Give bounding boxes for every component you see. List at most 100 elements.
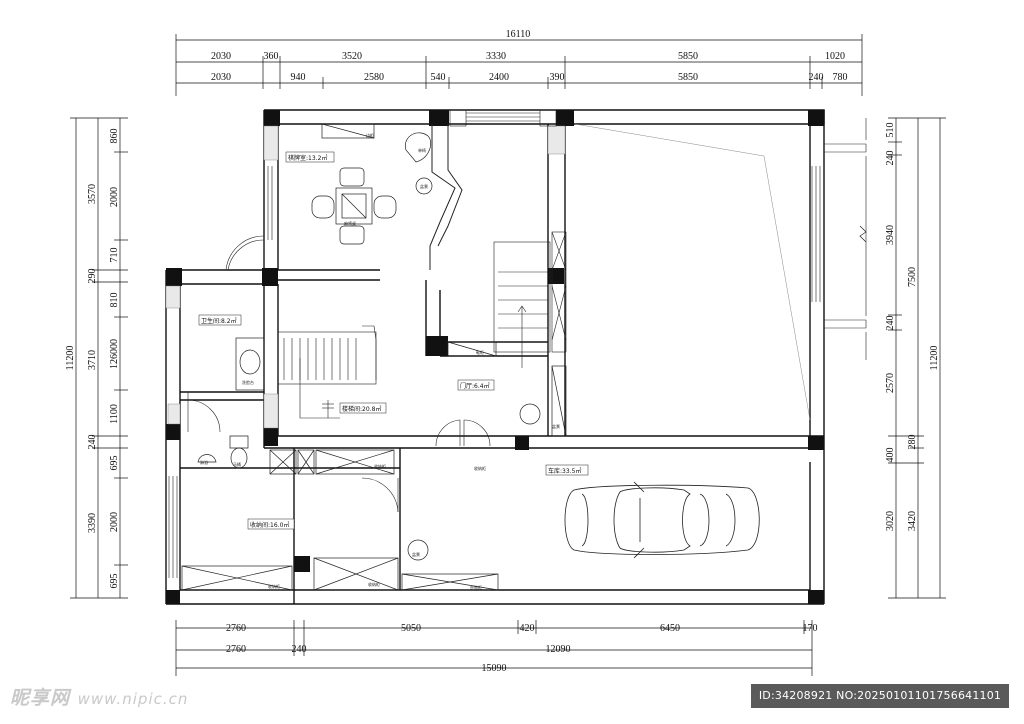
dim-top-1: 2030: [211, 51, 231, 62]
label-mahjong-table: 麻将桌: [344, 220, 356, 226]
dim-right-mid-3: 3420: [907, 511, 918, 531]
plant-foyer: [519, 403, 541, 425]
room-labels: 棋牌室:13.2㎡ 卫生间:8.2㎡ 楼梯间:20.8㎡ 门厅:6.4㎡ 车库:…: [198, 151, 589, 530]
label-storage-cab-1: 收纳柜: [374, 463, 386, 469]
door-swings: [187, 123, 811, 513]
dim-right-inner-4: 240: [885, 316, 896, 331]
pillars: [166, 110, 824, 604]
label-armchair: 单椅: [418, 147, 426, 153]
watermark-logo-text: 昵享网: [10, 687, 71, 709]
room-garage: 车库:33.5㎡: [548, 467, 581, 475]
label-plant-c: 盆景: [412, 551, 420, 557]
dim-top-6: 1020: [825, 51, 845, 62]
dim-bottom-3: 420: [520, 623, 535, 634]
dim-right-inner-5: 2570: [885, 373, 896, 393]
dim-left-outer-4: 240: [87, 435, 98, 450]
dim-top-2: 360: [264, 51, 279, 62]
dim-bottom-2: 5050: [401, 623, 421, 634]
dim-left-inner-1: 860: [109, 129, 120, 144]
plant-pot: [415, 177, 433, 195]
shower: [197, 454, 217, 463]
mahjong-table: [335, 187, 373, 225]
label-sundry-cab: 杂物柜: [470, 584, 482, 590]
dim-right-mid-1: 7500: [907, 267, 918, 287]
toilet-bowl: [230, 447, 248, 469]
dim-top2-9: 780: [833, 72, 848, 83]
dimension-lines: [70, 34, 946, 676]
dim-left-outer-2: 290: [87, 269, 98, 284]
dim-left-inner-3: 710: [109, 248, 120, 263]
basin-bowl: [239, 349, 261, 375]
dim-right-inner-6: 400: [885, 448, 896, 463]
dim-bottom2-3: 12090: [546, 644, 571, 655]
dim-top2-6: 390: [550, 72, 565, 83]
label-storage-cab-2: 收纳柜: [268, 583, 280, 589]
side-cabinet: [321, 123, 375, 139]
label-storage-cab-4: 收纳柜: [474, 465, 486, 471]
dim-top2-2: 940: [291, 72, 306, 83]
dim-top2-4: 540: [431, 72, 446, 83]
dim-right-inner-2: 240: [885, 151, 896, 166]
label-shoe-cabinet: 鞋柜: [476, 349, 484, 355]
shoe-cabinet: [447, 341, 497, 357]
dim-left-inner-8: 2000: [109, 512, 120, 532]
dim-top2-8: 240: [809, 72, 824, 83]
dim-left-inner-9: 695: [109, 574, 120, 589]
room-chess: 棋牌室:13.2㎡: [288, 154, 327, 162]
label-shower: 淋浴: [200, 459, 208, 465]
walls: [165, 109, 825, 605]
windows: [168, 109, 867, 578]
dim-top2-7: 5850: [678, 72, 698, 83]
dim-left-outer-1: 3570: [87, 184, 98, 204]
dim-bottom-total: 15090: [482, 663, 507, 674]
watermark-logo: 昵享网 www.nipic.cn: [10, 683, 188, 710]
label-toilet: 马桶: [233, 461, 241, 467]
watermark-url: www.nipic.cn: [77, 690, 189, 708]
dim-left-inner-4: 810: [109, 293, 120, 308]
room-storage: 收纳间:16.0㎡: [250, 521, 289, 529]
staircase: [277, 231, 567, 419]
toilet-tank: [229, 435, 249, 449]
furniture: [181, 123, 567, 591]
dim-top-3: 3520: [342, 51, 362, 62]
dim-top2-1: 2030: [211, 72, 231, 83]
dim-top-total: 16110: [506, 29, 531, 40]
dim-right-mid-2: 280: [907, 435, 918, 450]
image-id-bar: ID:34208921 NO:20250101101756641101: [751, 684, 1009, 708]
dim-top2-3: 2580: [364, 72, 384, 83]
room-bathroom: 卫生间:8.2㎡: [201, 317, 237, 325]
label-plant-a: 盆景: [420, 183, 428, 189]
hatched-walls: [165, 125, 566, 429]
dim-right-inner-1: 510: [885, 123, 896, 138]
fixture-labels: 边柜 单椅 盆景 麻将桌 洗脸台 马桶 淋浴 鞋柜 盆景 收纳柜 收纳柜 收纳柜…: [200, 132, 560, 590]
plant-storage: [407, 539, 429, 561]
dim-bottom-1: 2760: [226, 623, 246, 634]
label-side-cabinet: 边柜: [366, 132, 374, 138]
dim-bottom2-1: 2760: [226, 644, 246, 655]
dim-right-inner-3: 3940: [885, 225, 896, 245]
dim-left-outer-3: 3710: [87, 350, 98, 370]
dim-bottom-4: 6450: [660, 623, 680, 634]
dim-left-total: 11200: [65, 346, 76, 371]
room-stairwell: 楼梯间:20.8㎡: [342, 405, 381, 413]
dim-left-inner-7: 695: [109, 456, 120, 471]
dim-left-outer-5: 3390: [87, 513, 98, 533]
dim-bottom2-2: 240: [292, 644, 307, 655]
dim-bottom-5: 170: [803, 623, 818, 634]
dim-top-5: 5850: [678, 51, 698, 62]
basin-counter: [235, 337, 265, 391]
dim-left-inner-2: 2000: [109, 187, 120, 207]
dim-right-inner-7: 3020: [885, 511, 896, 531]
dimension-labels: 16110 2030 360 3520 3330 5850 1020 2030 …: [65, 29, 940, 674]
dim-left-inner-5: 126000: [109, 339, 120, 369]
dim-right-total: 11200: [929, 346, 940, 371]
dim-top2-5: 2400: [489, 72, 509, 83]
label-plant-b: 盆景: [552, 423, 560, 429]
dim-top-4: 3330: [486, 51, 506, 62]
room-foyer: 门厅:6.4㎡: [460, 382, 490, 390]
car: [564, 481, 760, 559]
dim-left-inner-6: 1100: [109, 404, 120, 424]
label-storage-cab-3: 收纳柜: [368, 581, 380, 587]
label-basin: 洗脸台: [242, 379, 254, 385]
